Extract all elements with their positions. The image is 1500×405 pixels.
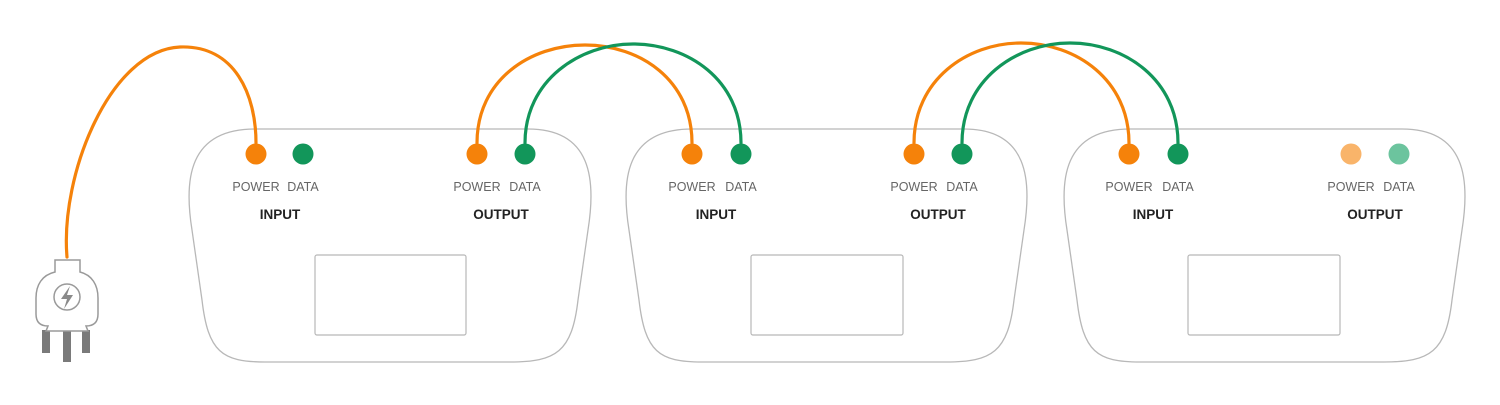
device-2-output-power-port[interactable] — [903, 143, 925, 165]
device-2-input-power-label: POWER — [668, 180, 715, 194]
device-1-output-power-port[interactable] — [466, 143, 488, 165]
device-3-output-data-label: DATA — [1383, 180, 1415, 194]
power-plug-icon — [35, 259, 99, 362]
device-1-input-power-label: POWER — [232, 180, 279, 194]
device-1-input-title: INPUT — [260, 207, 301, 222]
device-2-output-data-label: DATA — [946, 180, 978, 194]
device-1-output-data-label: DATA — [509, 180, 541, 194]
device-1-display — [314, 254, 467, 336]
plug-prong-left — [42, 330, 50, 353]
device-1-output-title: OUTPUT — [473, 207, 529, 222]
device-1: POWER DATA INPUT POWER DATA OUTPUT — [188, 128, 592, 363]
device-3-input-data-label: DATA — [1162, 180, 1194, 194]
cables — [64, 41, 1180, 259]
device-3-output-power-label: POWER — [1327, 180, 1374, 194]
device-3: POWER DATA INPUT POWER DATA OUTPUT — [1063, 128, 1466, 363]
device-1-input-power-port[interactable] — [245, 143, 267, 165]
plug-bolt-ring — [53, 283, 81, 311]
plug-prong-center — [63, 330, 71, 362]
cable-plug-to-device-1-power — [64, 45, 258, 259]
device-1-outline — [188, 128, 592, 363]
device-1-output-data-port[interactable] — [514, 143, 536, 165]
device-2-input-data-port[interactable] — [730, 143, 752, 165]
cable-device-2-to-device-3-power — [912, 41, 1131, 145]
cable-device-1-to-device-2-data — [523, 42, 743, 145]
device-1-input-data-port[interactable] — [292, 143, 314, 165]
plug-prong-right — [82, 330, 90, 353]
device-2-input-power-port[interactable] — [681, 143, 703, 165]
device-2-output-data-port[interactable] — [951, 143, 973, 165]
device-2-output-power-label: POWER — [890, 180, 937, 194]
device-3-input-power-port[interactable] — [1118, 143, 1140, 165]
cable-device-1-to-device-2-power — [475, 43, 694, 145]
device-2-outline — [625, 128, 1028, 363]
cable-device-2-to-device-3-data — [960, 41, 1180, 145]
device-2-display — [750, 254, 904, 336]
device-3-input-title: INPUT — [1133, 207, 1174, 222]
device-3-input-data-port[interactable] — [1167, 143, 1189, 165]
device-3-input-power-label: POWER — [1105, 180, 1152, 194]
device-2-input-title: INPUT — [696, 207, 737, 222]
device-3-display — [1187, 254, 1341, 336]
device-2: POWER DATA INPUT POWER DATA OUTPUT — [625, 128, 1028, 363]
device-1-input-data-label: DATA — [287, 180, 319, 194]
device-3-outline — [1063, 128, 1466, 363]
device-2-input-data-label: DATA — [725, 180, 757, 194]
device-1-output-power-label: POWER — [453, 180, 500, 194]
device-2-output-title: OUTPUT — [910, 207, 966, 222]
lightning-bolt-icon — [61, 286, 73, 309]
device-3-output-title: OUTPUT — [1347, 207, 1403, 222]
device-3-output-power-port[interactable] — [1340, 143, 1362, 165]
device-3-output-data-port[interactable] — [1388, 143, 1410, 165]
